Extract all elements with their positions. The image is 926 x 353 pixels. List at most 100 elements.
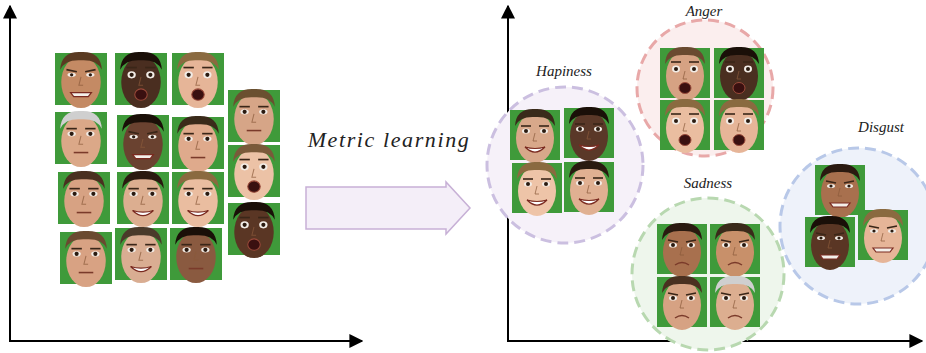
brow — [521, 125, 531, 127]
cluster-label: Disgust — [858, 119, 904, 136]
pupil — [73, 192, 77, 196]
brow — [183, 133, 193, 135]
pupil — [148, 248, 152, 252]
hair — [177, 52, 219, 70]
mouth — [192, 89, 204, 100]
nose — [196, 141, 200, 149]
face-photo — [115, 52, 167, 108]
eye-white — [203, 136, 211, 141]
circle-outline — [635, 18, 775, 158]
cluster-circle: Sadness — [630, 196, 786, 352]
nose — [533, 133, 537, 141]
brow — [66, 70, 76, 72]
hair — [515, 109, 555, 126]
nose — [737, 71, 741, 79]
brow — [668, 240, 678, 242]
photo-ground — [858, 210, 908, 260]
face — [570, 111, 608, 161]
pupil — [187, 73, 191, 77]
nose — [683, 71, 687, 79]
mouth — [247, 130, 262, 132]
nose — [683, 123, 687, 131]
eye-white — [72, 251, 80, 256]
eye-white — [148, 135, 156, 139]
pupil — [829, 184, 832, 187]
nose — [828, 240, 832, 248]
brow — [126, 244, 136, 246]
pupil — [674, 119, 678, 123]
brow — [575, 177, 585, 179]
nose — [141, 139, 145, 147]
face — [570, 165, 608, 215]
brow — [743, 113, 753, 115]
eye-white — [540, 128, 548, 133]
pupil — [132, 135, 135, 138]
pupil — [243, 223, 247, 227]
photo-ground — [657, 224, 707, 274]
brow — [181, 244, 191, 246]
eye-white — [182, 247, 190, 252]
pupil — [671, 296, 675, 300]
eye-white — [91, 251, 99, 256]
pupil — [674, 67, 678, 71]
face — [720, 103, 758, 153]
brow — [593, 177, 603, 179]
face — [516, 113, 554, 163]
circle-outline — [630, 196, 786, 352]
eye-white — [127, 71, 135, 78]
brow — [239, 106, 249, 108]
eye-white — [594, 180, 602, 185]
hair — [60, 111, 102, 129]
brow — [689, 61, 699, 63]
eye-white — [201, 247, 209, 252]
brow — [145, 67, 155, 69]
brow — [85, 70, 95, 72]
nose — [84, 256, 88, 264]
face-photo — [58, 171, 110, 227]
photo-ground — [510, 110, 560, 160]
hair — [715, 223, 755, 240]
brow — [202, 133, 212, 135]
nose — [79, 136, 83, 144]
dashed-circle — [637, 20, 773, 156]
nose — [141, 196, 145, 204]
brow — [126, 67, 136, 69]
face — [666, 51, 704, 101]
face — [61, 115, 101, 167]
photo-ground — [564, 108, 614, 158]
pupil — [243, 165, 247, 169]
brow — [90, 248, 100, 250]
mouth — [191, 157, 206, 159]
pupil — [728, 67, 732, 71]
face — [234, 206, 274, 258]
brow — [739, 293, 749, 295]
arrow-caption: Metric learning — [308, 128, 471, 152]
nose — [587, 131, 591, 139]
brow — [71, 248, 81, 250]
brow — [844, 181, 854, 183]
mouth — [79, 272, 94, 274]
pupil — [692, 67, 696, 71]
hair — [120, 52, 162, 70]
hair — [719, 47, 759, 64]
pupil — [692, 119, 696, 123]
pupil — [742, 243, 746, 247]
brow — [539, 125, 549, 127]
pupil — [596, 181, 600, 185]
eye-white — [146, 71, 154, 78]
face-photo — [117, 114, 169, 170]
eye-white — [722, 295, 730, 300]
pupil — [742, 296, 746, 300]
cluster-label: Sadness — [684, 175, 732, 192]
eye-white — [259, 109, 267, 114]
brow — [834, 233, 844, 235]
hair — [233, 89, 275, 107]
face-photo — [172, 52, 224, 108]
pupil — [847, 184, 850, 187]
eye-white — [687, 242, 695, 247]
eye-white — [240, 109, 248, 114]
pupil — [187, 192, 191, 196]
pupil — [724, 243, 728, 247]
nose — [196, 77, 200, 85]
hair — [820, 164, 860, 181]
